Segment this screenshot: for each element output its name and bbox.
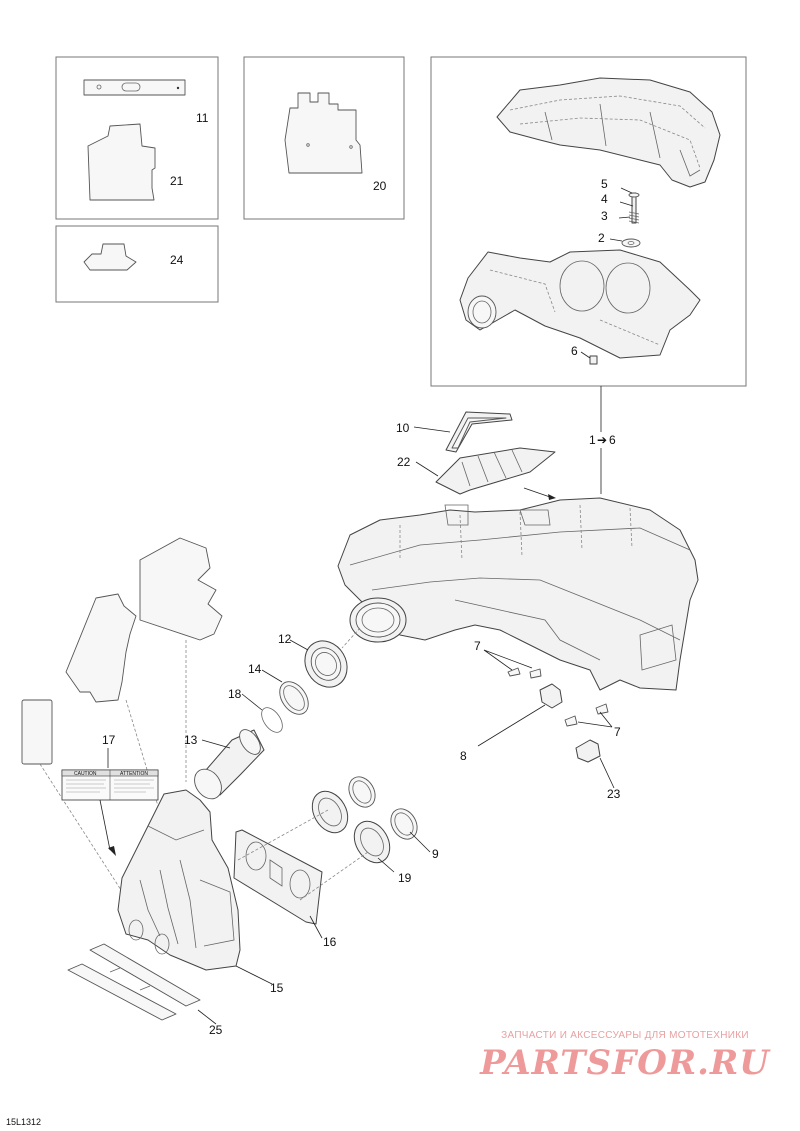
part-22-filter-element — [435, 447, 556, 495]
callout-21: 21 — [170, 174, 184, 188]
part-10-filter-frame — [445, 411, 513, 453]
watermark-tagline: ЗАПЧАСТИ И АКСЕССУАРЫ ДЛЯ МОТОТЕХНИКИ — [501, 1030, 749, 1041]
callout-4: 4 — [601, 192, 608, 206]
callout-13: 13 — [184, 733, 198, 747]
label-caution-text: CAUTION — [74, 771, 97, 777]
part-7-clips — [507, 667, 609, 727]
part-20-hole-left — [306, 143, 310, 147]
part-19-sleeves — [311, 790, 391, 864]
part-17-caution-label: CAUTION ATTENTION — [61, 769, 159, 801]
part-8-grommet — [539, 683, 563, 709]
part-14-clamp — [279, 681, 309, 715]
part-9-clamps — [348, 776, 418, 840]
foam-block-left — [21, 699, 53, 765]
callout-16: 16 — [323, 935, 337, 949]
callout-1-end: 6 — [609, 433, 616, 447]
part-20-gasket-plate — [284, 92, 363, 174]
part-18-o-ring — [261, 707, 283, 733]
part-23-sensor — [575, 739, 601, 763]
arrow-22 — [548, 494, 556, 500]
callout-1-arrow: ➔ — [597, 433, 607, 447]
callout-12: 12 — [278, 632, 292, 646]
callout-17: 17 — [102, 733, 116, 747]
part-20-hole-right — [349, 145, 353, 149]
airbox-base-lower — [459, 249, 701, 359]
label-attention-text: ATTENTION — [120, 771, 148, 777]
callout-2: 2 — [598, 231, 605, 245]
callout-24: 24 — [170, 253, 184, 267]
callout-20: 20 — [373, 179, 387, 193]
part-25-strips — [67, 943, 201, 1021]
callout-19: 19 — [398, 871, 412, 885]
part-16-plate — [233, 829, 323, 925]
part-24-pad — [83, 243, 137, 271]
detail-box-1-6 — [430, 56, 747, 387]
part-15-intake-housing — [117, 789, 241, 971]
detail-box-11-21 — [55, 56, 219, 220]
airbox-cover-upper — [496, 77, 721, 188]
part-13-intake-duct — [194, 729, 265, 800]
callout-7-upper: 7 — [474, 639, 481, 653]
callout-25: 25 — [209, 1023, 223, 1037]
callout-6: 6 — [571, 344, 578, 358]
part-21-foam-panel — [87, 123, 156, 201]
callout-23: 23 — [607, 787, 621, 801]
part-11-plate — [83, 79, 186, 96]
callout-18: 18 — [228, 687, 242, 701]
callout-10: 10 — [396, 421, 410, 435]
foam-middle-left — [65, 593, 137, 703]
callout-15: 15 — [270, 981, 284, 995]
callout-3: 3 — [601, 209, 608, 223]
callout-labels: 5 4 3 2 6 1 ➔ 6 11 21 20 24 10 22 12 7 1… — [102, 111, 621, 1037]
callout-11: 11 — [196, 111, 209, 125]
callout-22: 22 — [397, 455, 411, 469]
foam-upper-left — [139, 537, 223, 641]
drawing-code: 15L1312 — [6, 1117, 42, 1127]
callout-8: 8 — [460, 749, 467, 763]
watermark-brand: PARTSFOR.RU — [480, 1043, 770, 1083]
callout-9: 9 — [432, 847, 439, 861]
callout-5: 5 — [601, 177, 608, 191]
detail-box-20 — [243, 56, 405, 220]
arrow-17 — [108, 846, 116, 856]
callout-14: 14 — [248, 662, 262, 676]
watermark: ЗАПЧАСТИ И АКСЕССУАРЫ ДЛЯ МОТОТЕХНИКИ PA… — [470, 1030, 780, 1083]
fastener-stack — [589, 192, 641, 365]
callout-1: 1 — [589, 433, 596, 447]
part-12-adapter-ring — [304, 640, 348, 688]
airbox-main-body — [337, 497, 699, 691]
detail-box-24 — [55, 225, 219, 303]
callout-7-lower: 7 — [614, 725, 621, 739]
